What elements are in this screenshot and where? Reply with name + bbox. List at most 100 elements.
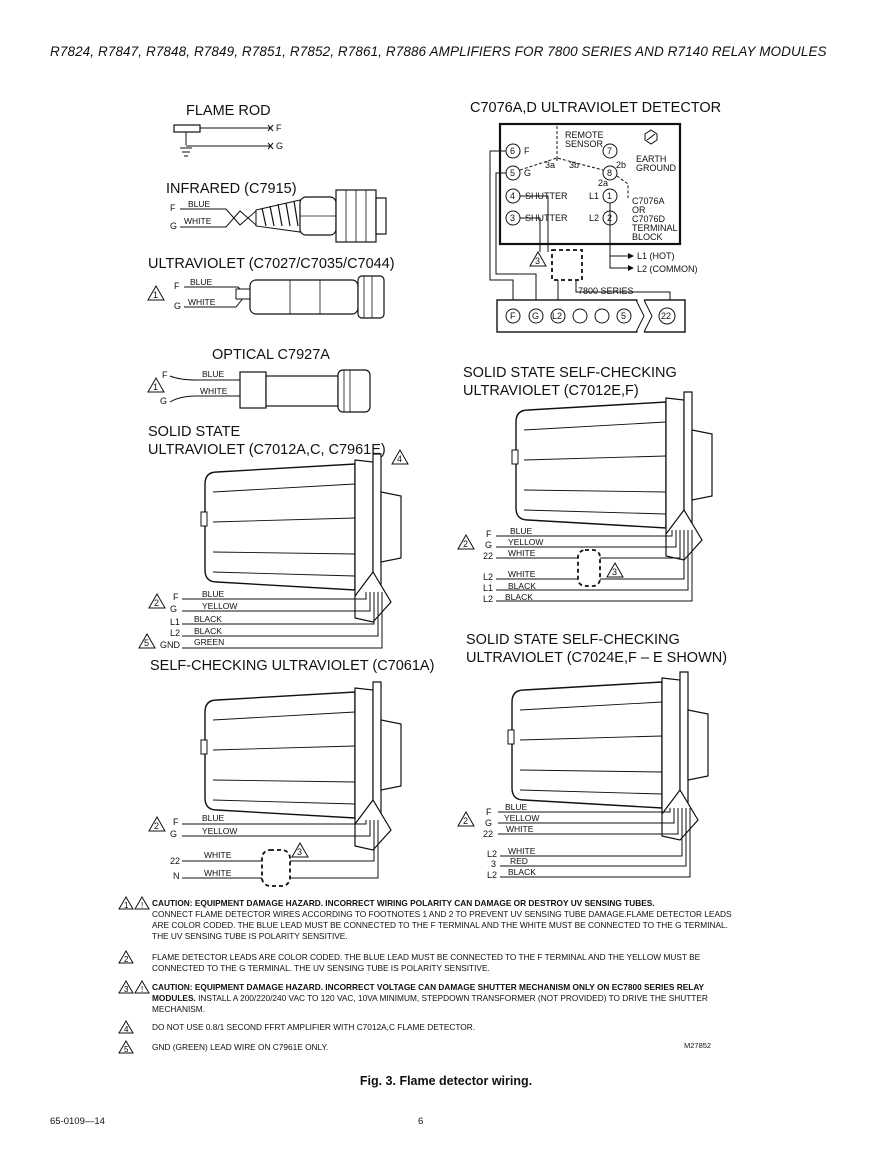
infrared-blue: BLUE (188, 199, 211, 209)
c7012ef-wire-1: YELLOW (508, 537, 543, 547)
sc-wire-3: WHITE (204, 868, 232, 878)
flame-rod-title: FLAME ROD (186, 103, 271, 119)
sc-term-3: N (173, 871, 180, 881)
figure-code: M27852 (684, 1041, 712, 1050)
c7012ef-wire-2: WHITE (508, 548, 536, 558)
c7024ef-wires: 2 F G 22 L2 3 L2 BLUE YELLOW WHITE WHITE… (457, 802, 691, 880)
c7076-l1: L1 (589, 191, 599, 201)
solid-state-note-2: 2 (154, 598, 159, 608)
c7012ef-term-4: L1 (483, 583, 493, 593)
c7076-t6: 6 (510, 146, 515, 156)
svg-text:4: 4 (124, 1025, 129, 1034)
solid-state-note-5: 5 (144, 638, 149, 648)
c7024ef-wire-2: WHITE (506, 824, 534, 834)
footnote-1-text: CONNECT FLAME DETECTOR WIRES ACCORDING T… (152, 909, 732, 941)
svg-text:1: 1 (124, 901, 129, 910)
c7012ef-term-2: 22 (483, 551, 493, 561)
c7076-t4: 4 (510, 191, 515, 201)
ss-wire-3: BLACK (194, 626, 222, 636)
c7076-block-1: OR (632, 205, 646, 215)
sc-note-2: 2 (154, 821, 159, 831)
sc-wire-1: YELLOW (202, 826, 237, 836)
solid-state-title-2: ULTRAVIOLET (C7012A,C, C7961E) (148, 442, 386, 458)
footnote-2-marker: 2 (118, 950, 134, 964)
svg-text:3: 3 (124, 985, 129, 994)
infrared-f: F (170, 203, 176, 213)
c7012ef-title-1: SOLID STATE SELF-CHECKING (463, 365, 677, 381)
c7076-t3: 3 (510, 213, 515, 223)
c7076-t5: 5 (510, 168, 515, 178)
ss-term-0: F (173, 592, 179, 602)
footnote-4-marker: 4 (118, 1020, 134, 1034)
uv-title: ULTRAVIOLET (C7027/C7035/C7044) (148, 256, 395, 272)
relay-terminals: F G L2 5 22 (505, 307, 676, 325)
solid-state-title-1: SOLID STATE (148, 424, 240, 440)
optical-title: OPTICAL C7927A (212, 347, 330, 363)
c7076-block-0: C7076A (632, 196, 665, 206)
footnote-3-text: INSTALL A 200/220/240 VAC TO 120 VAC, 10… (152, 993, 708, 1014)
ss-wire-2: BLACK (194, 614, 222, 624)
optical-f: F (162, 370, 168, 380)
c7024ef-title-2: ULTRAVIOLET (C7024E,F – E SHOWN) (466, 650, 727, 666)
ss-wire-0: BLUE (202, 589, 225, 599)
c7012ef-term-5: L2 (483, 594, 493, 604)
c7012ef-wire-4: BLACK (508, 581, 536, 591)
c7024ef-term-3: L2 (487, 849, 497, 859)
c7024ef-term-1: G (485, 818, 492, 828)
c7012ef-term-1: G (485, 540, 492, 550)
c7024ef-note-2: 2 (463, 816, 468, 826)
ss-wire-1: YELLOW (202, 601, 237, 611)
c7012ef-term-3: L2 (483, 572, 493, 582)
footnote-1-marker: 1! (118, 896, 150, 910)
relay-t5: 5 (621, 311, 626, 321)
infrared-title: INFRARED (C7915) (166, 181, 297, 197)
document-number: 65-0109—14 (50, 1116, 105, 1127)
c7012ef-title-2: ULTRAVIOLET (C7012E,F) (463, 383, 639, 399)
c7012ef-wire-5: BLACK (505, 592, 533, 602)
svg-text:!: ! (141, 901, 143, 910)
c7076-earth-1: EARTH (636, 154, 666, 164)
sc-wire-0: BLUE (202, 813, 225, 823)
c7076-hot: L1 (HOT) (637, 251, 675, 261)
self-checking-title: SELF-CHECKING ULTRAVIOLET (C7061A) (150, 658, 434, 674)
c7076-g: G (524, 168, 531, 178)
c7076-t7: 7 (607, 146, 612, 156)
solid-state-note-4: 4 (397, 454, 402, 464)
page-number: 6 (418, 1116, 424, 1127)
c7012ef-term-0: F (486, 529, 492, 539)
c7076-remote-2: SENSOR (565, 139, 604, 149)
self-checking-wires: 2 3 F G 22 N BLUE YELLOW WHITE WHITE (148, 813, 379, 887)
c7076-shutter-2: SHUTTER (525, 213, 568, 223)
c7076-2a: 2a (598, 178, 608, 188)
solid-state-wires: 2 5 F G L1 L2 GND BLUE YELLOW BLACK BLAC… (138, 589, 383, 650)
c7024ef-term-2: 22 (483, 829, 493, 839)
uv-g: G (174, 301, 181, 311)
c7076-2b: 2b (616, 160, 626, 170)
c7012ef-wires: 2 3 F G 22 L2 L1 L2 BLUE YELLOW WHITE WH… (457, 526, 693, 604)
c7076-common: L2 (COMMON) (637, 264, 698, 274)
svg-text:!: ! (141, 985, 143, 994)
ss-term-4: GND (160, 640, 181, 650)
svg-text:2: 2 (124, 955, 129, 964)
c7076-remote-1: REMOTE (565, 130, 604, 140)
sc-term-1: G (170, 829, 177, 839)
c7076-earth-2: GROUND (636, 163, 676, 173)
c7012ef-wire-0: BLUE (510, 526, 533, 536)
c7024ef-term-0: F (486, 807, 492, 817)
footnote-4-text: DO NOT USE 0.8/1 SECOND FFRT AMPLIFIER W… (152, 1022, 476, 1032)
c7076-3b: 3b (569, 160, 579, 170)
svg-text:5: 5 (124, 1045, 129, 1054)
footnote-5-marker: 5 (118, 1040, 134, 1054)
flame-rod-g: G (276, 141, 283, 151)
c7076-3a: 3a (545, 160, 555, 170)
infrared-white: WHITE (184, 216, 212, 226)
c7076-block-2: C7076D (632, 214, 666, 224)
ss-term-3: L2 (170, 628, 180, 638)
c7076-t8: 8 (607, 168, 612, 178)
flame-rod-f: F (276, 123, 282, 133)
c7024ef-wire-1: YELLOW (504, 813, 539, 823)
c7024ef-wire-4: RED (510, 856, 528, 866)
uv-white: WHITE (188, 297, 216, 307)
relay-t2: L2 (552, 311, 562, 321)
